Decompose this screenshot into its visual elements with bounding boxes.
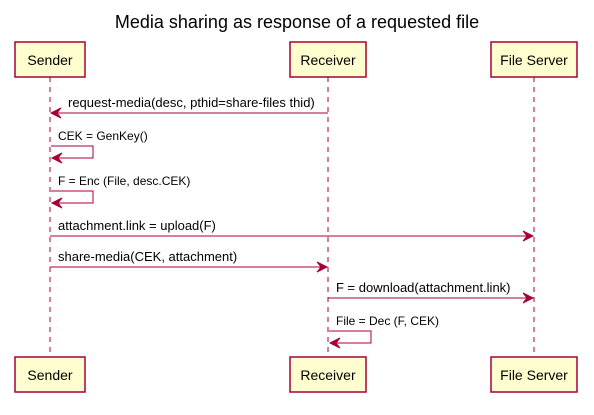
participant-sender-top: Sender [14, 41, 86, 78]
participant-label: Receiver [300, 367, 356, 383]
message-label: F = download(attachment.link) [336, 280, 511, 295]
message-label: share-media(CEK, attachment) [58, 249, 237, 264]
participant-label: File Server [500, 52, 568, 68]
participant-fileserver-bottom: File Server [490, 356, 578, 393]
arrowhead-icon [50, 152, 63, 164]
arrowhead-icon [522, 292, 535, 304]
message-encrypt: F = Enc (File, desc.CEK) [50, 174, 190, 209]
arrowhead-icon [522, 230, 535, 242]
participant-fileserver-top: File Server [490, 41, 578, 78]
self-message-arrow [51, 145, 94, 159]
participant-receiver-top: Receiver [289, 41, 367, 78]
participant-receiver-bottom: Receiver [289, 356, 367, 393]
arrowhead-icon [50, 197, 63, 209]
message-label: request-media(desc, pthid=share-files th… [68, 95, 315, 110]
participant-label: Sender [27, 367, 72, 383]
message-request-media: request-media(desc, pthid=share-files th… [49, 95, 328, 119]
message-label: F = Enc (File, desc.CEK) [58, 174, 190, 188]
participant-label: Sender [27, 52, 72, 68]
self-message-arrow [51, 190, 94, 204]
message-share-media: share-media(CEK, attachment) [50, 249, 329, 273]
participant-label: Receiver [300, 52, 356, 68]
message-label: File = Dec (F, CEK) [336, 314, 439, 328]
message-label: attachment.link = upload(F) [58, 218, 216, 233]
message-genkey: CEK = GenKey() [50, 129, 148, 164]
participant-label: File Server [500, 367, 568, 383]
message-upload: attachment.link = upload(F) [50, 218, 535, 242]
message-label: CEK = GenKey() [58, 129, 148, 143]
diagram-title: Media sharing as response of a requested… [115, 12, 479, 32]
message-download: F = download(attachment.link) [328, 280, 535, 304]
arrowhead-icon [328, 337, 341, 349]
participant-sender-bottom: Sender [14, 356, 86, 393]
message-decrypt: File = Dec (F, CEK) [328, 314, 439, 349]
arrowhead-icon [49, 107, 62, 119]
arrowhead-icon [316, 261, 329, 273]
self-message-arrow [329, 330, 372, 344]
